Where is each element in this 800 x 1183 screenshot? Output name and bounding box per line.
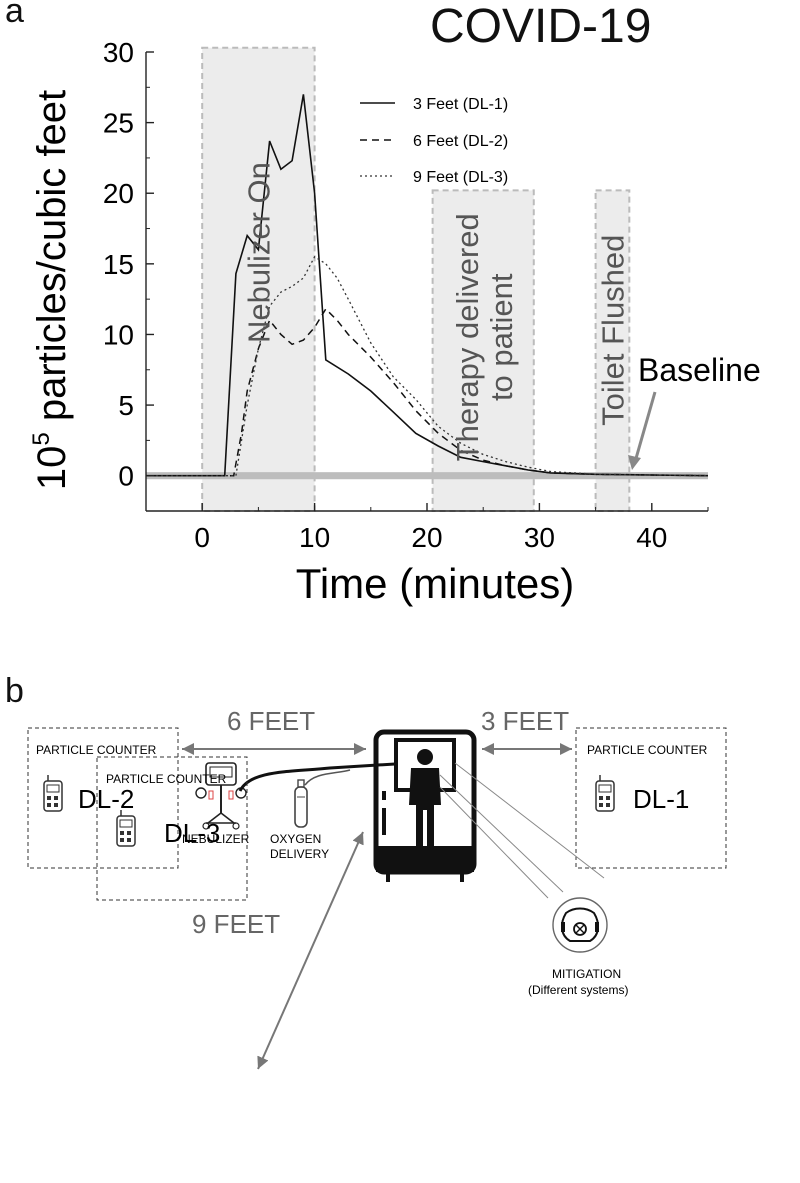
legend: 3 Feet (DL-1) 6 Feet (DL-2) 9 Feet (DL-3… (360, 96, 508, 186)
region-label-nebulizer: Nebulizer On (241, 162, 276, 343)
mitigation-label-line1: MITIGATION (552, 967, 621, 981)
nine-feet-arrow (257, 831, 364, 1070)
oxygen-label-line2: DELIVERY (270, 847, 329, 861)
mitigation-label-line2: (Different systems) (528, 983, 628, 997)
mitigation-line-1 (439, 774, 564, 893)
dl2-device-label: DL-2 (78, 784, 134, 814)
x-axis-label: Time (minutes) (296, 560, 574, 607)
baseline-band (146, 472, 708, 480)
hospital-bed-icon (373, 729, 477, 882)
region-label-therapy-line1: Therapy delivered (450, 213, 485, 461)
counter-device-icon (116, 810, 136, 847)
region-label-toilet: Toilet Flushed (595, 235, 630, 426)
dl3-box-title: PARTICLE COUNTER (106, 772, 227, 786)
chart-title: COVID-19 (430, 0, 651, 53)
y-tick-label: 0 (118, 461, 134, 492)
counter-device-icon (43, 775, 63, 812)
x-tick-label: 0 (194, 522, 210, 553)
legend-label-3ft: 3 Feet (DL-1) (413, 96, 508, 113)
mitigation-line-2 (454, 762, 605, 879)
mitigation-line-3 (439, 786, 549, 899)
dl2-box-title: PARTICLE COUNTER (36, 743, 157, 757)
setup-diagram: PARTICLE COUNTER DL-2 PARTICLE COUNTER D… (27, 706, 727, 1070)
series-line-2 (146, 307, 709, 477)
particle-counter-dl2: PARTICLE COUNTER DL-2 (27, 727, 179, 869)
x-tick-label: 20 (411, 522, 442, 553)
oxygen-cylinder-icon (294, 779, 308, 828)
y-tick-label: 25 (103, 108, 134, 139)
y-tick-label: 10 (103, 319, 134, 350)
baseline-arrow (633, 391, 657, 463)
nine-feet-label: 9 FEET (192, 909, 280, 939)
x-tick-label: 40 (636, 522, 667, 553)
dl1-device-label: DL-1 (633, 784, 689, 814)
baseline-label: Baseline (638, 352, 761, 388)
particle-counter-dl3-svg: PARTICLE COUNTER DL-3 (96, 756, 248, 901)
shaded-region-3 (594, 189, 631, 512)
panel-a-letter: a (5, 0, 24, 30)
oxygen-tube (304, 769, 351, 786)
y-tick-label: 30 (103, 37, 134, 68)
y-tick-label: 15 (103, 249, 134, 280)
series-line-3 (146, 255, 709, 477)
particle-counter-dl1: PARTICLE COUNTER DL-1 (575, 727, 727, 869)
panel-b-letter: b (5, 672, 24, 710)
mitigation-mask-icon (552, 897, 608, 953)
baseline-arrow-head (628, 455, 641, 470)
x-tick-label: 30 (524, 522, 555, 553)
x-tick-label: 10 (299, 522, 330, 553)
y-axis-label: 105 particles/cubic feet (28, 90, 74, 490)
patient-icon (409, 749, 441, 848)
dl1-box-title: PARTICLE COUNTER (587, 743, 708, 757)
oxygen-label-line1: OXYGEN (270, 832, 321, 846)
nebulizer-label: NEBULIZER (182, 832, 250, 846)
nebulizer-icon (195, 762, 247, 830)
nebulizer-tube (238, 762, 396, 792)
y-tick-label: 20 (103, 178, 134, 209)
region-label-therapy-line2: to patient (484, 273, 519, 401)
chart: 0 5 10 15 20 25 30 0 10 20 30 40 Nebulizer On Therap… (28, 0, 761, 607)
legend-label-9ft: 9 Feet (DL-3) (413, 169, 508, 186)
dl3-device-label: DL-3 (164, 818, 220, 848)
three-feet-label: 3 FEET (481, 706, 569, 736)
legend-label-6ft: 6 Feet (DL-2) (413, 133, 508, 150)
counter-device-icon (595, 775, 615, 812)
y-tick-label: 5 (118, 390, 134, 421)
six-feet-label: 6 FEET (227, 706, 315, 736)
shaded-region-2 (431, 189, 535, 512)
